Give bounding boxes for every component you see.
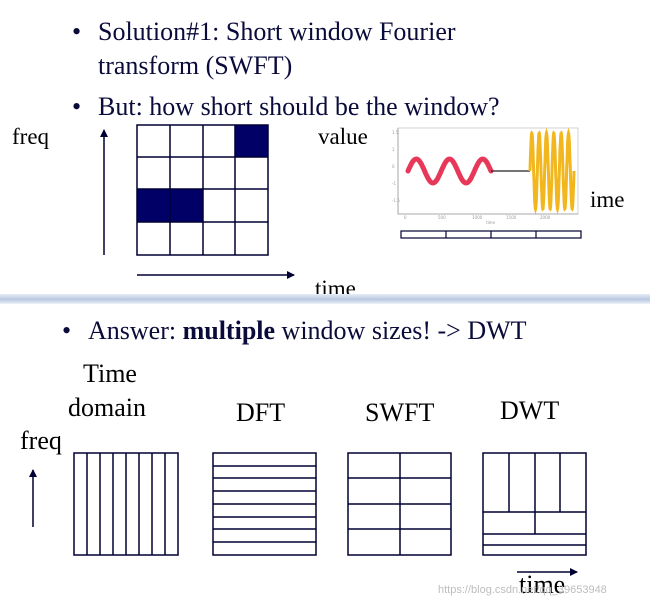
swft-label: SWFT xyxy=(365,398,435,427)
signal-red-wave xyxy=(405,156,494,186)
bullet-solution-line2: transform (SWFT) xyxy=(98,51,293,80)
grid-filled-cell-top-right xyxy=(235,125,268,157)
bullet-dot-3: • xyxy=(62,316,72,345)
svg-text:-1: -1 xyxy=(392,181,396,186)
time-domain-label-line2: domain xyxy=(68,393,146,422)
top-value-label: value xyxy=(318,124,368,149)
signal-yellow-wave xyxy=(528,127,576,215)
swft-grid xyxy=(347,452,452,556)
svg-text:1.5: 1.5 xyxy=(392,130,399,135)
svg-text:1: 1 xyxy=(392,147,395,152)
answer-bold: multiple xyxy=(182,316,276,345)
dwt-grid xyxy=(482,452,587,556)
dft-label: DFT xyxy=(236,398,286,427)
dwt-label: DWT xyxy=(500,396,560,425)
bottom-time-label: time xyxy=(519,570,566,599)
svg-text:0: 0 xyxy=(404,215,407,220)
bottom-freq-label: freq xyxy=(20,426,62,455)
top-freq-label: freq xyxy=(12,124,50,149)
bullet-solution-line1: Solution#1: Short window Fourier xyxy=(98,17,456,46)
watermark: https://blog.csdn.net/qq_39653948 xyxy=(438,584,607,596)
answer-prefix: Answer: xyxy=(88,316,183,345)
bullet-but: But: how short should be the window? xyxy=(98,92,500,121)
svg-text:500: 500 xyxy=(438,215,446,220)
svg-text:2000: 2000 xyxy=(540,215,551,220)
bullet-dot-1: • xyxy=(72,17,82,46)
svg-text:time: time xyxy=(486,220,496,225)
answer-suffix: window sizes! -> DWT xyxy=(275,316,527,345)
time-domain-label-line1: Time xyxy=(83,359,137,388)
svg-text:-1.5: -1.5 xyxy=(392,198,400,203)
signal-plot: 1.5 1 0 -1 -1.5 0 500 1000 1500 2000 tim… xyxy=(392,127,582,239)
bullet-answer: Answer: multiple window sizes! -> DWT xyxy=(88,316,527,346)
bullet-dot-2: • xyxy=(72,92,82,121)
section-divider xyxy=(0,294,650,304)
svg-text:0: 0 xyxy=(392,164,395,169)
swft-grid-top xyxy=(136,124,269,256)
svg-text:1000: 1000 xyxy=(472,215,483,220)
dft-grid xyxy=(212,452,317,556)
top-ime-label: ime xyxy=(590,187,625,212)
time-domain-grid xyxy=(73,452,179,556)
svg-text:1500: 1500 xyxy=(506,215,517,220)
